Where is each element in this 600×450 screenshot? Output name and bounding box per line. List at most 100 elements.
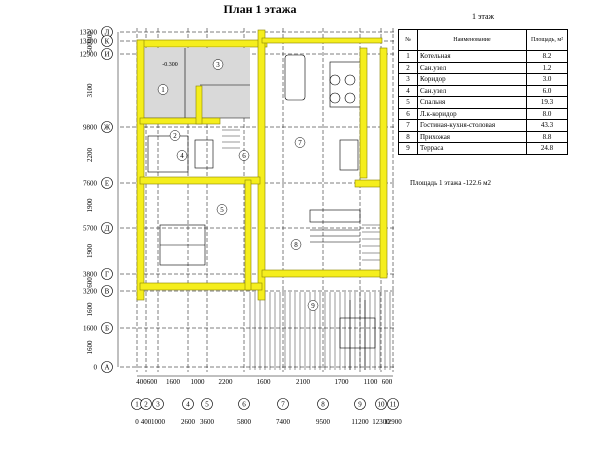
table-title: 1 этаж bbox=[471, 12, 495, 21]
row-axis-letter: Д bbox=[105, 225, 110, 233]
cell-num: 1 bbox=[398, 50, 418, 63]
cell-area: 6.0 bbox=[526, 84, 568, 97]
elevation-mark: -0.300 bbox=[162, 62, 178, 68]
row-axis-coord: 3800 bbox=[83, 271, 98, 279]
row-axis-coord: 5700 bbox=[83, 225, 98, 233]
room-number: 3 bbox=[216, 61, 220, 69]
row-axis-letter: Л bbox=[105, 29, 110, 37]
room-number: 7 bbox=[298, 139, 302, 147]
row-axis-letter: К bbox=[105, 38, 110, 46]
walls bbox=[136, 29, 388, 301]
column-axis-number: 2 bbox=[144, 401, 148, 409]
cell-name: Сан.узел bbox=[417, 84, 527, 97]
column-axis-number: 5 bbox=[205, 401, 209, 409]
column-span-dimension: 600 bbox=[147, 378, 158, 386]
row-axis-letter: В bbox=[105, 288, 110, 296]
room-number: 4 bbox=[180, 152, 184, 160]
column-axis-coord: 2600 bbox=[181, 418, 196, 426]
row-axis-coord: 13700 bbox=[80, 29, 98, 37]
row-axis-letter: Г bbox=[105, 271, 109, 279]
room-number: 6 bbox=[242, 152, 246, 160]
cell-name: Коридор bbox=[417, 73, 527, 86]
room-number-bubble bbox=[238, 150, 250, 161]
header-area: Площадь, м² bbox=[526, 29, 568, 51]
cell-name: Прихожая bbox=[417, 130, 527, 143]
cell-area: 8.8 bbox=[526, 130, 568, 143]
column-axis-bubble bbox=[375, 398, 387, 410]
column-axis-number: 9 bbox=[358, 401, 362, 409]
column-axis-number: 11 bbox=[390, 401, 397, 409]
column-axis-bubble bbox=[238, 398, 250, 410]
column-axis-bubble bbox=[201, 398, 213, 410]
column-span-dimension: 1600 bbox=[166, 378, 181, 386]
row-span-dimension: 600 bbox=[86, 277, 94, 288]
row-axis-bubble bbox=[101, 268, 113, 280]
column-axis-coord: 400 bbox=[141, 418, 152, 426]
room-number-bubble bbox=[157, 84, 169, 95]
column-axis-bubble bbox=[354, 398, 366, 410]
row-span-dimension: 1900 bbox=[86, 198, 94, 213]
row-axis-coord: 7600 bbox=[83, 180, 98, 188]
stairs bbox=[222, 129, 385, 261]
column-axis-coord: 12300 bbox=[372, 418, 390, 426]
cell-area: 8.2 bbox=[526, 50, 568, 63]
row-axis-letter: Ж bbox=[104, 124, 111, 132]
cell-num: 6 bbox=[398, 107, 418, 120]
column-axes: 1024003100042600536006580077400895009112… bbox=[131, 375, 402, 426]
row-axis-coord: 3200 bbox=[83, 288, 98, 296]
column-axis-number: 1 bbox=[135, 401, 139, 409]
column-axis-number: 6 bbox=[242, 401, 246, 409]
room-number-bubble bbox=[290, 239, 302, 250]
row-axis-coord: 13400 bbox=[80, 38, 98, 46]
cell-name: Л.к-коридор bbox=[417, 107, 527, 120]
column-axis-number: 4 bbox=[186, 401, 190, 409]
row-axis-bubble bbox=[101, 48, 113, 60]
row-axis-bubble bbox=[101, 35, 113, 47]
column-span-dimension: 2100 bbox=[296, 378, 311, 386]
cell-name: Гостиная-кухня-столовая bbox=[417, 119, 527, 132]
row-axis-coord: 12900 bbox=[80, 51, 98, 59]
column-axis-bubble bbox=[182, 398, 194, 410]
cell-name: Терраса bbox=[417, 142, 527, 155]
cell-num: 9 bbox=[398, 142, 418, 155]
header-num: № bbox=[398, 29, 418, 51]
room-number-bubble bbox=[212, 59, 224, 70]
cell-num: 2 bbox=[398, 61, 418, 74]
cell-name: Котельная bbox=[417, 50, 527, 63]
cell-area: 1.2 bbox=[526, 61, 568, 74]
column-axis-coord: 5800 bbox=[237, 418, 252, 426]
row-axis-bubble bbox=[101, 222, 113, 234]
column-axis-coord: 7400 bbox=[276, 418, 291, 426]
room-number: 8 bbox=[294, 241, 298, 249]
room-number-bubble bbox=[216, 204, 228, 215]
row-span-dimension: 3100 bbox=[86, 83, 94, 98]
room-number-bubble bbox=[307, 300, 319, 311]
column-axis-coord: 0 bbox=[135, 418, 139, 426]
room-number: 5 bbox=[220, 206, 224, 214]
column-span-dimension: 1100 bbox=[364, 378, 378, 386]
column-axis-number: 8 bbox=[321, 401, 325, 409]
column-span-dimension: 1600 bbox=[257, 378, 272, 386]
table-header-row: № Наименование Площадь, м² bbox=[398, 29, 568, 51]
row-axis-bubble bbox=[101, 361, 113, 373]
column-axis-bubble bbox=[140, 398, 152, 410]
room-number: 1 bbox=[161, 86, 165, 94]
row-axis-coord: 0 bbox=[94, 364, 98, 372]
room-number-bubble bbox=[176, 150, 188, 161]
cell-area: 3.0 bbox=[526, 73, 568, 86]
row-axis-letter: Б bbox=[105, 325, 109, 333]
row-span-dimension: 300 bbox=[86, 31, 94, 42]
cell-num: 8 bbox=[398, 130, 418, 143]
column-axis-coord: 3600 bbox=[200, 418, 215, 426]
row-span-dimension: 1600 bbox=[86, 302, 94, 317]
column-axis-coord: 9500 bbox=[316, 418, 331, 426]
row-axis-coord: 1600 bbox=[83, 325, 98, 333]
